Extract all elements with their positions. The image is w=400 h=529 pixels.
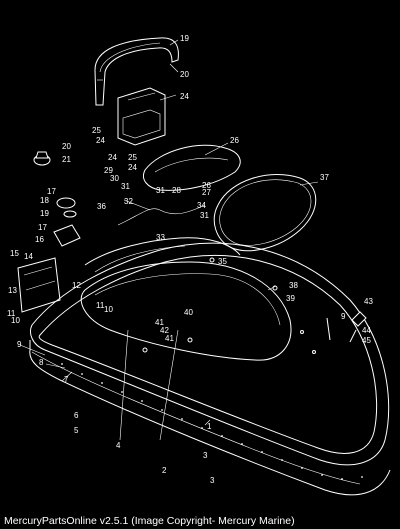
callout-40[interactable]: 40: [184, 308, 193, 317]
callout-37[interactable]: 37: [320, 173, 329, 182]
callout-30[interactable]: 29: [104, 166, 113, 175]
storage-bin: [117, 87, 166, 146]
callout-43[interactable]: 43: [364, 297, 373, 306]
callout-11[interactable]: 11: [7, 309, 16, 318]
callout-12[interactable]: 12: [72, 281, 81, 290]
callout-44[interactable]: 44: [362, 326, 371, 335]
callout-19[interactable]: 19: [40, 209, 49, 218]
callout-24[interactable]: 24: [128, 163, 137, 172]
callout-38[interactable]: 38: [289, 281, 298, 290]
copyright-caption: MercuryPartsOnline v2.5.1 (Image Copyrig…: [4, 515, 295, 527]
left-small-parts: [17, 151, 81, 313]
callout-10[interactable]: 10: [11, 316, 20, 325]
callout-8[interactable]: 8: [39, 358, 44, 367]
callout-4[interactable]: 4: [116, 441, 121, 450]
callout-3[interactable]: 3: [210, 476, 215, 485]
grab-handle: [94, 37, 179, 106]
callout-9[interactable]: 9: [341, 312, 346, 321]
callout-28[interactable]: 27: [202, 188, 211, 197]
callout-14[interactable]: 14: [24, 252, 33, 261]
callout-31[interactable]: 31: [200, 211, 209, 220]
callout-25[interactable]: 25: [128, 153, 137, 162]
callout-17[interactable]: 17: [38, 223, 47, 232]
exploded-parts-diagram: [17, 37, 391, 496]
callout-24[interactable]: 24: [96, 136, 105, 145]
callout-15[interactable]: 15: [10, 249, 19, 258]
callout-20[interactable]: 20: [62, 142, 71, 151]
callout-2[interactable]: 2: [162, 466, 167, 475]
callout-3[interactable]: 3: [203, 451, 208, 460]
callout-layer: 19 20 24 25 24 24 25 24 26 20 21 29 30 3…: [7, 34, 373, 485]
callout-21[interactable]: 21: [62, 155, 71, 164]
callout-1[interactable]: 1: [207, 422, 212, 431]
callout-13[interactable]: 13: [8, 286, 17, 295]
fasteners: [209, 257, 367, 343]
callout-34[interactable]: 33: [156, 233, 165, 242]
callout-7[interactable]: 7: [64, 375, 69, 384]
callout-24[interactable]: 24: [108, 153, 117, 162]
callout-29[interactable]: 28: [172, 186, 181, 195]
callout-18[interactable]: 18: [40, 196, 49, 205]
callout-45[interactable]: 45: [362, 336, 371, 345]
callout-33[interactable]: 32: [124, 197, 133, 206]
callout-24[interactable]: 24: [180, 92, 189, 101]
callout-23[interactable]: 20: [180, 70, 189, 79]
callout-27[interactable]: 26: [202, 181, 211, 190]
seat-pan: [143, 144, 241, 191]
callout-5[interactable]: 5: [74, 426, 79, 435]
callout-41[interactable]: 41: [165, 334, 174, 343]
callout-41[interactable]: 41: [155, 318, 164, 327]
callout-22[interactable]: 19: [180, 34, 189, 43]
callout-32[interactable]: 31: [121, 182, 130, 191]
leader-lines: [19, 39, 319, 441]
callout-42[interactable]: 42: [160, 326, 169, 335]
throttle-cable: [117, 204, 206, 226]
callout-36[interactable]: 36: [97, 202, 106, 211]
callout-9[interactable]: 9: [17, 340, 22, 349]
hatch-seal: [213, 174, 317, 252]
callout-31[interactable]: 30: [110, 174, 119, 183]
callout-11[interactable]: 11: [96, 301, 105, 310]
callout-6[interactable]: 6: [74, 411, 79, 420]
hull-deck: [29, 237, 391, 496]
callout-17[interactable]: 17: [47, 187, 56, 196]
rub-rail-rivets: [61, 363, 363, 480]
callout-25[interactable]: 25: [92, 126, 101, 135]
callout-31[interactable]: 31: [156, 186, 165, 195]
callout-10[interactable]: 10: [104, 305, 113, 314]
callout-16[interactable]: 16: [35, 235, 44, 244]
callout-39[interactable]: 39: [286, 294, 295, 303]
callout-35[interactable]: 35: [218, 257, 227, 266]
callout-26[interactable]: 26: [230, 136, 239, 145]
callout-35[interactable]: 34: [197, 201, 206, 210]
